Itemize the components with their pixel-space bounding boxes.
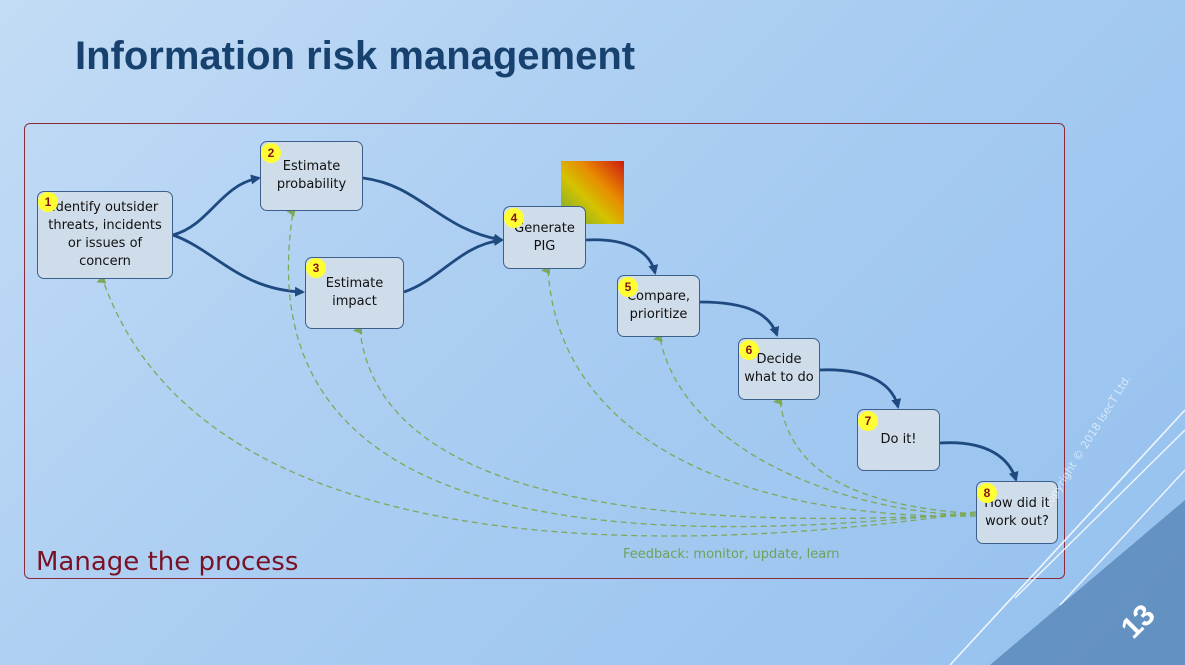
manage-process-label: Manage the process [36, 547, 299, 577]
feedback-arrow-to-4 [541, 265, 977, 517]
step-8-label: How did it work out? [984, 495, 1050, 529]
corner-line-2 [1014, 429, 1185, 599]
feedback-arrow-to-2 [286, 207, 977, 528]
step-6-badge: 6 [739, 340, 759, 360]
flow-arrow-5-6 [699, 300, 780, 337]
feedback-arrow-to-1 [96, 275, 977, 537]
step-3-badge: 3 [306, 258, 326, 278]
flow-arrow-2-4 [362, 176, 504, 244]
process-frame [24, 123, 1065, 579]
flow-arrow-1-2 [172, 174, 261, 237]
corner-line-3 [1059, 469, 1185, 606]
slide-title: Information risk management [75, 34, 636, 78]
step-3-box[interactable]: Estimate impact [305, 257, 404, 329]
step-1-box[interactable]: Identify outsider threats, incidents or … [37, 191, 173, 279]
step-5-badge: 5 [618, 277, 638, 297]
feedback-label: Feedback: monitor, update, learn [623, 547, 840, 562]
step-4-label: Generate PIG [514, 220, 575, 254]
feedback-arrow-to-6 [773, 396, 977, 515]
corner-dark-wedge [990, 500, 1185, 665]
step-1-badge: 1 [38, 192, 58, 212]
step-3-label: Estimate impact [325, 276, 384, 309]
step-4-badge: 4 [504, 208, 524, 228]
flow-arrow-1-3 [172, 233, 305, 297]
step-8-badge: 8 [977, 483, 997, 503]
flow-arrow-4-5 [585, 238, 659, 275]
flow-arrow-3-4 [403, 235, 504, 294]
feedback-arrow-to-3 [353, 325, 977, 520]
flow-arrow-6-7 [818, 368, 902, 409]
step-1-label: Identify outsider threats, incidents or … [48, 200, 162, 269]
step-7-badge: 7 [858, 411, 878, 431]
step-7-label: Do it! [880, 432, 917, 447]
feedback-arrow-to-5 [653, 333, 977, 517]
step-2-badge: 2 [261, 143, 281, 163]
step-5-label: Compare, prioritize [626, 289, 691, 322]
corner-line-1 [949, 409, 1185, 665]
step-2-label: Estimate probability [276, 159, 347, 192]
flow-arrow-7-8 [939, 441, 1019, 482]
step-6-label: Decide what to do [744, 352, 814, 385]
